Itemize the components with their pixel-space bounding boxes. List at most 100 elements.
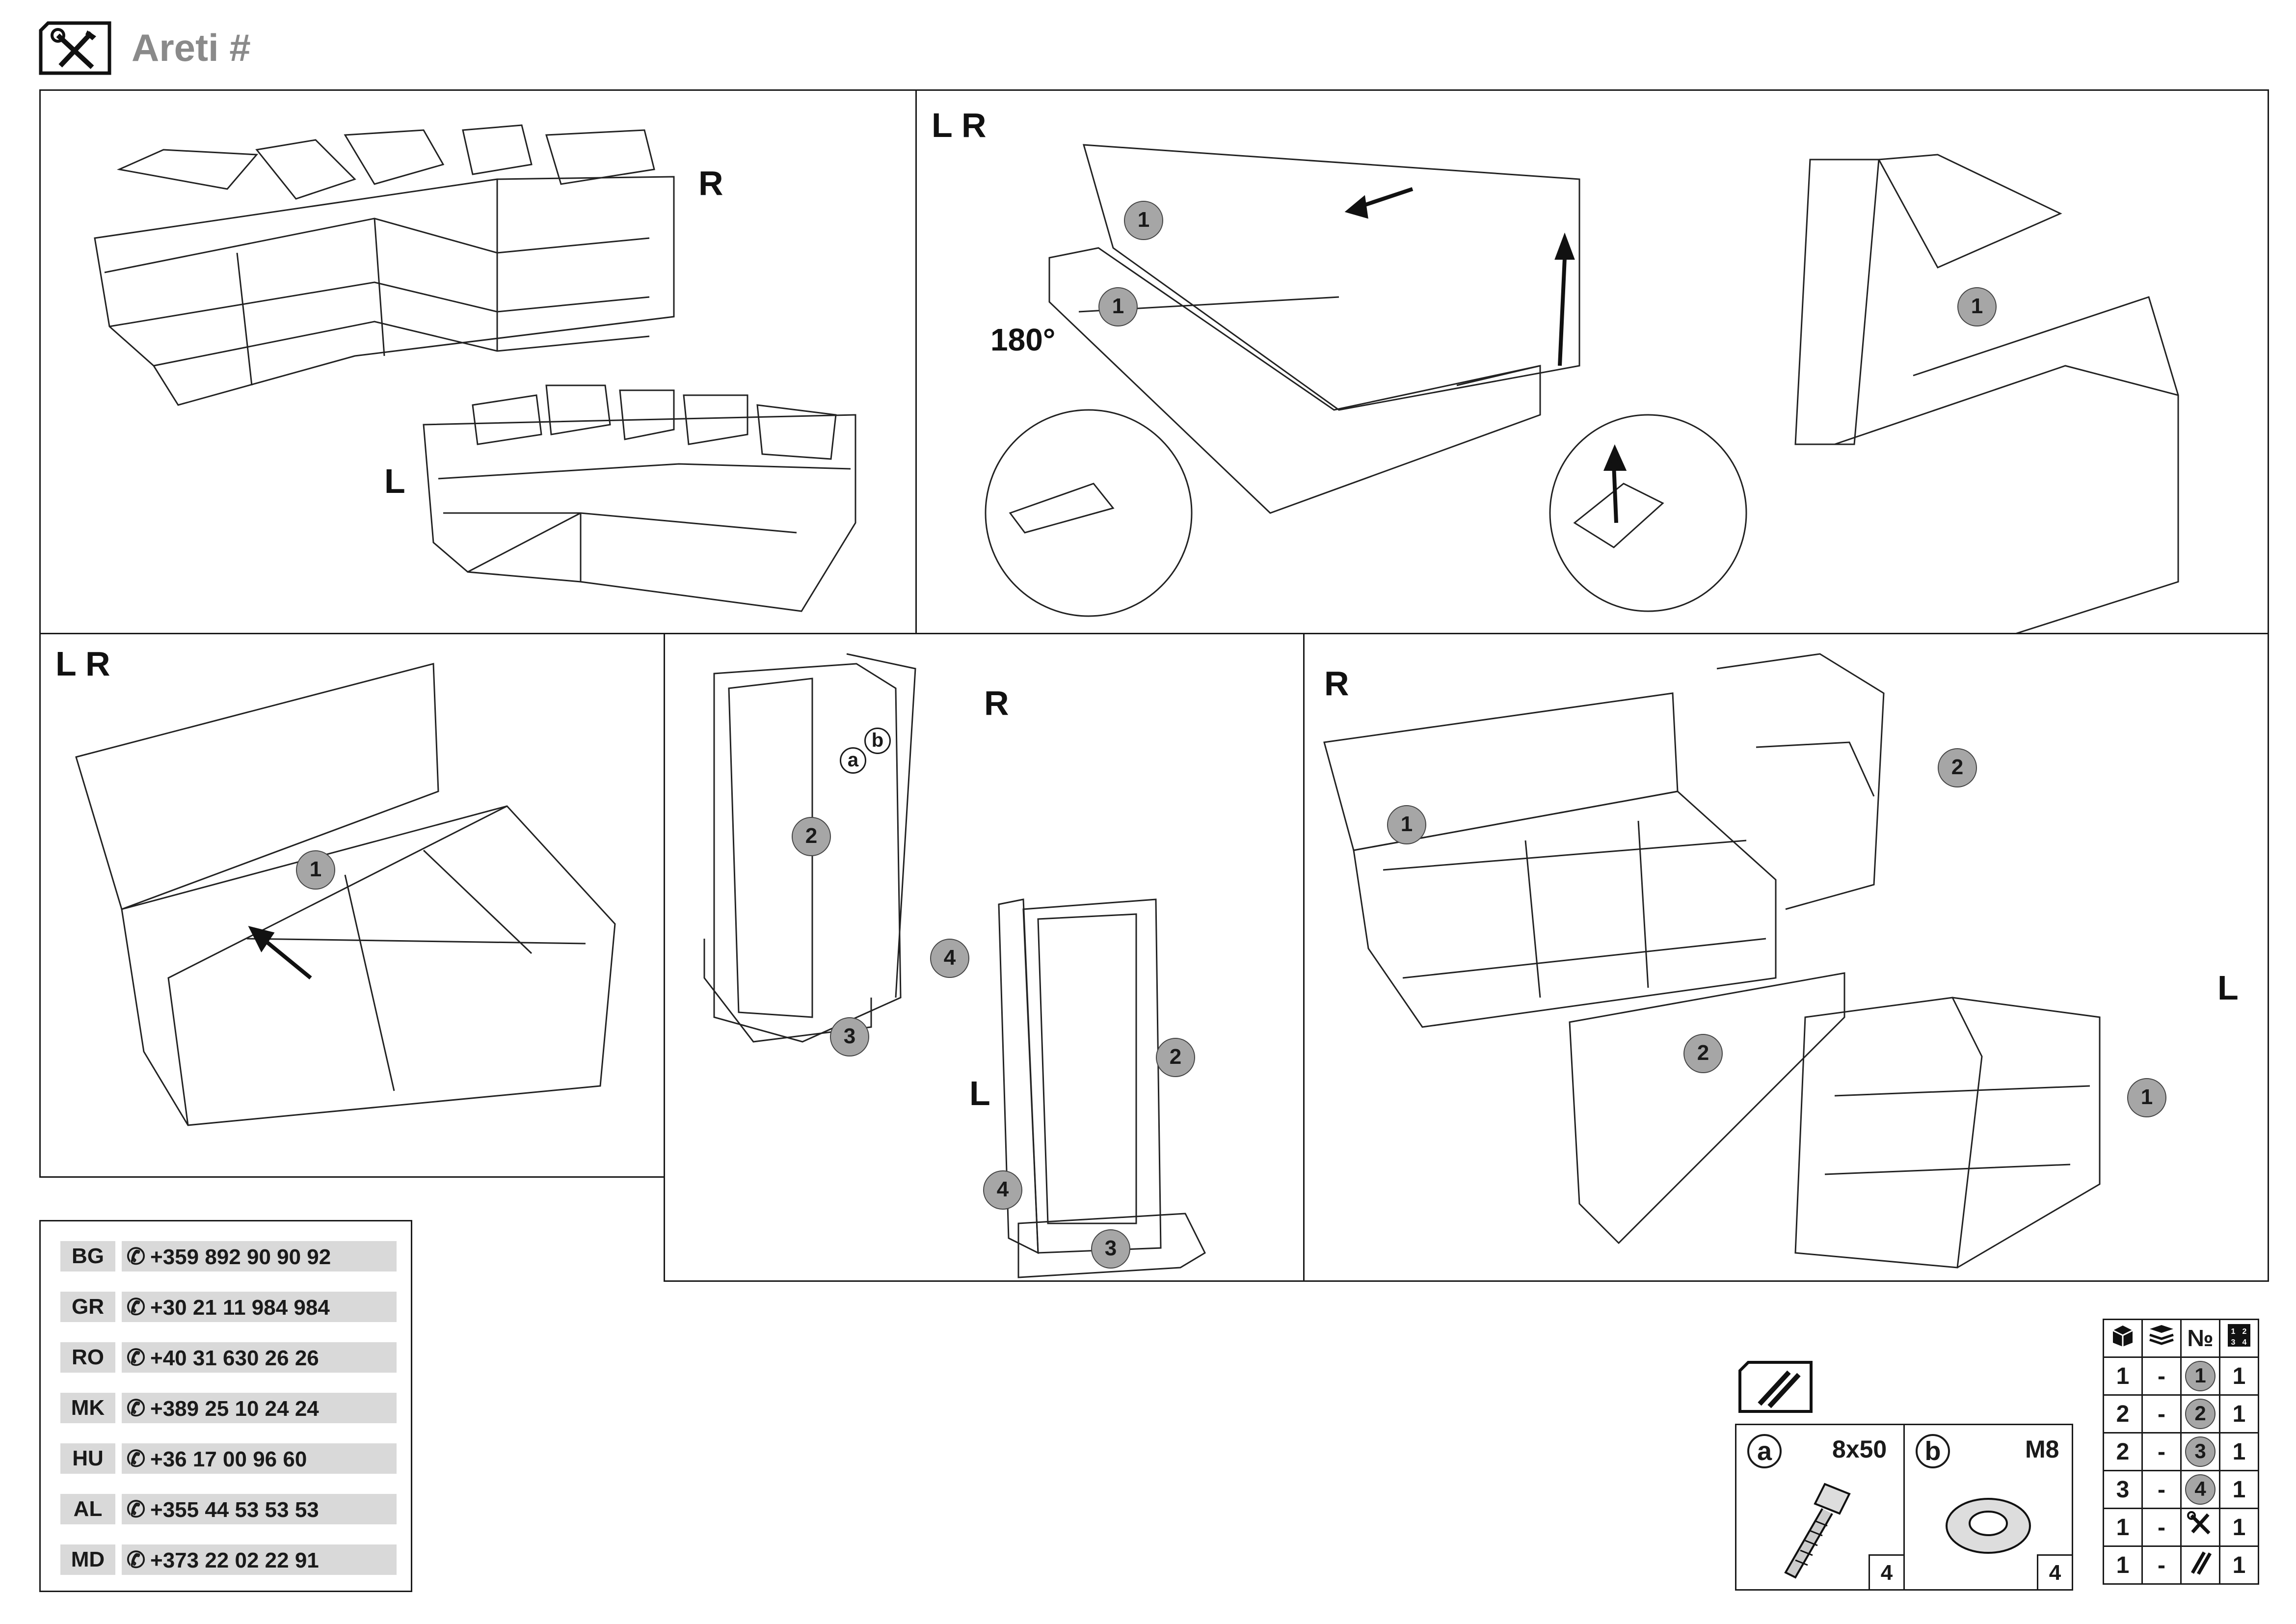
part-qty: 1	[2219, 1394, 2259, 1434]
part-badge: 4	[983, 1170, 1022, 1210]
svg-text:3: 3	[2231, 1338, 2236, 1347]
part-qty: 1	[2219, 1470, 2259, 1509]
phone-icon: ✆	[126, 1496, 146, 1522]
phone-entry[interactable]: ✆+30 21 11 984 984	[122, 1292, 397, 1322]
hardware-spec: 8x50	[1832, 1435, 1887, 1463]
phone-icon: ✆	[126, 1446, 146, 1471]
part-cell: 4	[2180, 1470, 2220, 1509]
parts-table-row: 2 - 2 1	[2103, 1394, 2259, 1434]
phone-number: +359 892 90 90 92	[150, 1245, 331, 1269]
part-badge: 2	[2185, 1399, 2216, 1429]
tools-icon	[2180, 1508, 2220, 1547]
storage-lid-illustration	[985, 144, 2179, 633]
rotation-label: 180°	[990, 322, 1056, 357]
panel-bolt-assembly: R L 2 4 3 2 4 3 a b	[664, 633, 1305, 1282]
phone-icon: ✆	[126, 1547, 146, 1572]
phone-entry[interactable]: ✆+36 17 00 96 60	[122, 1443, 397, 1474]
phone-entry[interactable]: ✆+355 44 53 53 53	[122, 1494, 397, 1524]
hardware-qty: 4	[2037, 1554, 2073, 1591]
washer-icon	[1946, 1498, 2031, 1554]
svg-text:4: 4	[2243, 1338, 2247, 1347]
phone-number: +40 31 630 26 26	[150, 1346, 319, 1370]
sofa-corner-illustration	[94, 124, 856, 612]
label-l: L	[384, 462, 405, 500]
panel-storage-lid: L R 180° 1 1 1	[915, 89, 2269, 634]
bolt-icon	[1784, 1483, 1851, 1579]
part-badge: 3	[830, 1017, 869, 1056]
part-qty: 1	[2219, 1545, 2259, 1585]
bolt-assembly-illustration	[703, 653, 1206, 1278]
parts-table-row: 3 - 4 1	[2103, 1470, 2259, 1509]
bolt-marker: a	[840, 747, 866, 774]
phone-entry[interactable]: ✆+389 25 10 24 24	[122, 1393, 397, 1423]
box-count: 1	[2103, 1356, 2143, 1396]
phone-icon: ✆	[126, 1395, 146, 1421]
separator: -	[2141, 1545, 2182, 1585]
label-lr: L R	[932, 106, 987, 144]
part-qty: 1	[2219, 1508, 2259, 1547]
phone-entry[interactable]: ✆+359 892 90 90 92	[122, 1241, 397, 1272]
box-count: 1	[2103, 1545, 2143, 1585]
phone-number: +355 44 53 53 53	[150, 1498, 319, 1522]
box-count: 1	[2103, 1508, 2143, 1547]
box-icon	[2103, 1319, 2143, 1358]
screws-icon	[2180, 1545, 2220, 1585]
phone-icon: ✆	[126, 1294, 146, 1320]
hardware-letter: a	[1747, 1434, 1782, 1468]
separator: -	[2141, 1508, 2182, 1547]
box-count: 2	[2103, 1394, 2143, 1434]
country-code: RO	[60, 1342, 115, 1373]
hardware-item-washer: b M8 4	[1903, 1424, 2073, 1591]
phone-number: +30 21 11 984 984	[150, 1296, 330, 1320]
part-badge: 1	[2185, 1361, 2216, 1391]
phone-number: +36 17 00 96 60	[150, 1447, 307, 1471]
phone-icon: ✆	[126, 1345, 146, 1370]
part-badge: 4	[930, 939, 969, 978]
country-code: MK	[60, 1393, 115, 1423]
label-l: L	[2217, 969, 2239, 1007]
country-code: AL	[60, 1494, 115, 1524]
part-badge: 1	[296, 850, 335, 890]
phone-icon: ✆	[126, 1244, 146, 1269]
washer-marker: b	[864, 728, 891, 754]
separator: -	[2141, 1470, 2182, 1509]
label-r: R	[1324, 664, 1349, 703]
part-badge: 1	[1387, 805, 1426, 844]
phone-entry[interactable]: ✆+373 22 02 22 91	[122, 1544, 397, 1575]
label-lr: L R	[55, 645, 110, 683]
label-r: R	[984, 684, 1009, 722]
part-cell: 2	[2180, 1394, 2220, 1434]
parts-table-row: 1 - 1	[2103, 1508, 2259, 1547]
panel-join-modules: R L 1 2 2 1	[1303, 633, 2269, 1282]
country-code: MD	[60, 1544, 115, 1575]
hardware-qty: 4	[1869, 1554, 1905, 1591]
panel-pull-out: L R 1	[39, 633, 665, 1178]
panel-assembled-sofas: R L	[39, 89, 917, 634]
separator: -	[2141, 1394, 2182, 1434]
box-count: 2	[2103, 1432, 2143, 1471]
parts-table-row: 1 - 1 1	[2103, 1356, 2259, 1396]
parts-table-row: 2 - 3 1	[2103, 1432, 2259, 1471]
separator: -	[2141, 1356, 2182, 1396]
part-cell: 3	[2180, 1432, 2220, 1471]
part-badge: 2	[1156, 1038, 1195, 1077]
tools-icon	[39, 21, 111, 75]
number-header: №	[2180, 1319, 2220, 1358]
label-r: R	[698, 164, 723, 202]
contacts-box: BG ✆+359 892 90 90 92 GR ✆+30 21 11 984 …	[39, 1220, 412, 1592]
join-modules-illustration	[1323, 653, 2101, 1269]
part-badge: 4	[2185, 1474, 2216, 1505]
stack-icon	[2141, 1319, 2182, 1358]
svg-text:1: 1	[2231, 1327, 2236, 1336]
phone-number: +389 25 10 24 24	[150, 1397, 319, 1421]
phone-entry[interactable]: ✆+40 31 630 26 26	[122, 1342, 397, 1373]
part-badge: 1	[1957, 287, 1997, 326]
part-badge: 2	[1683, 1034, 1723, 1073]
part-badge: 2	[1938, 748, 1977, 787]
product-title: Areti #	[132, 26, 251, 69]
part-badge: 3	[1091, 1229, 1130, 1269]
svg-text:2: 2	[2243, 1327, 2247, 1336]
